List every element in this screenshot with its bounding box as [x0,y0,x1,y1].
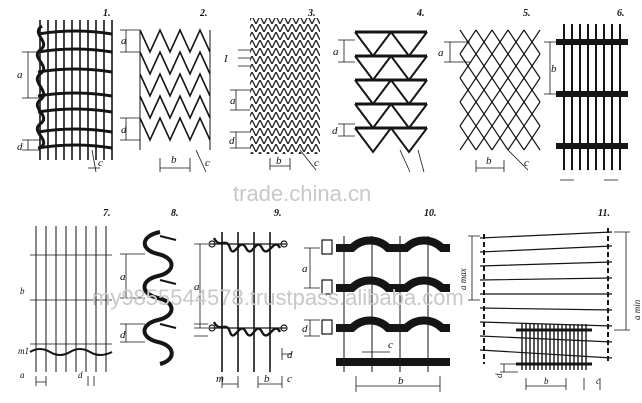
panel-8: 8. a d [120,208,179,366]
panel-2-chain-mesh [139,28,211,150]
panel-4-number: 4. [416,8,425,19]
panel-7-dimension-lines [35,376,95,386]
panel-2-label-d: d [121,124,127,136]
panel-10-label-a: a [302,263,308,275]
panel-6-number: 6. [617,8,625,19]
panel-2-label-b: b [171,154,177,166]
panel-8-label-d: d [120,329,126,341]
panel-3-label-I: I [223,53,229,65]
panel-4: 4. a d [332,8,428,173]
panel-6-rod-mesh [556,24,628,170]
panel-9-rod-spiral-mesh [208,232,288,372]
panel-4-label-d: d [332,125,338,137]
panel-5: 5. a b c [438,8,541,172]
panel-1-number: 1. [103,8,111,19]
panel-1-spiral-mesh [35,20,113,160]
panel-11: 11. a max a min d b c [458,208,642,390]
panel-6: 6. b [544,8,628,181]
panel-5-label-b: b [486,155,492,167]
panel-10-dimension-lines [304,247,441,392]
panel-2-label-c: c [205,157,210,169]
panel-8-spiral-link [142,230,177,366]
panel-8-number: 8. [171,208,179,219]
panel-9-number: 9. [274,208,282,219]
panel-1: 1. a d c [17,8,113,173]
panel-3-label-a: a [230,95,236,107]
panel-11-dimension-lines [468,231,630,390]
panel-9: 9. a d m b c [194,208,293,388]
panel-3-label-d: d [229,135,235,147]
panel-10-label-d: d [302,323,308,335]
panel-5-diamond-mesh [459,29,541,151]
panel-1-dimension-lines [22,51,100,173]
panel-2-number: 2. [199,8,208,19]
panel-9-label-c: c [287,373,292,385]
panel-8-dimension-lines [120,253,145,343]
panel-11-label-b: b [544,376,549,386]
panel-3: 3. I a d b c [223,8,320,171]
panel-5-label-c: c [524,157,529,169]
panel-3-number: 3. [307,8,316,19]
panel-9-label-b: b [264,373,270,385]
panel-3-herringbone-mesh [250,18,320,154]
panel-5-label-a: a [438,47,444,59]
panel-7: 7. b m1 a d [18,208,113,386]
panel-7-flat-wire-mesh [29,226,113,372]
panel-10-label-c: c [388,339,393,351]
panel-9-label-a: a [194,281,200,293]
panel-4-label-a: a [333,46,339,58]
panel-7-label-m1: m1 [18,346,29,356]
panel-4-dimension-lines [338,39,425,173]
panel-7-label-d: d [78,370,83,380]
panel-1-label-a: a [17,69,23,81]
panel-10-number: 10. [424,208,437,219]
panel-1-label-d: d [17,141,23,153]
panel-11-number: 11. [598,208,610,219]
panel-3-label-c: c [314,157,319,169]
panel-7-label-b: b [20,286,25,296]
panel-2: 2. a d b c [120,8,211,173]
panel-10-label-b: b [398,375,404,387]
panel-10: 10. a d c b [302,208,450,392]
panel-3-label-b: b [276,155,282,167]
panel-9-label-m: m [216,373,224,385]
panel-1-label-c: c [98,157,103,169]
panel-4-balanced-weave [354,30,428,154]
panel-5-number: 5. [523,8,531,19]
panel-2-label-a: a [121,35,127,47]
watermark-diagonal: my9855544578.trustpass.alibaba.com [92,285,464,310]
panel-2-dimension-lines [120,29,207,173]
panel-11-curved-ladder-belt [479,228,613,370]
watermark-center: trade.china.cn [233,181,371,206]
panel-9-dimension-lines [194,243,292,388]
panel-11-label-c: c [596,376,600,386]
panel-3-dimension-lines [230,49,317,171]
panel-9-label-d: d [287,349,293,361]
panel-10-flat-flex-belt [321,236,450,372]
panel-11-label-a-max: a max [458,268,468,290]
panel-6-dimension-lines [544,41,618,181]
panel-8-label-a: a [120,271,126,283]
panel-5-dimension-lines [444,41,529,172]
panel-7-number: 7. [103,208,111,219]
panel-11-label-d: d [494,373,504,378]
panel-11-label-a-min: a min [632,299,642,320]
panel-6-label-b: b [551,63,557,75]
panel-7-label-a: a [20,370,25,380]
